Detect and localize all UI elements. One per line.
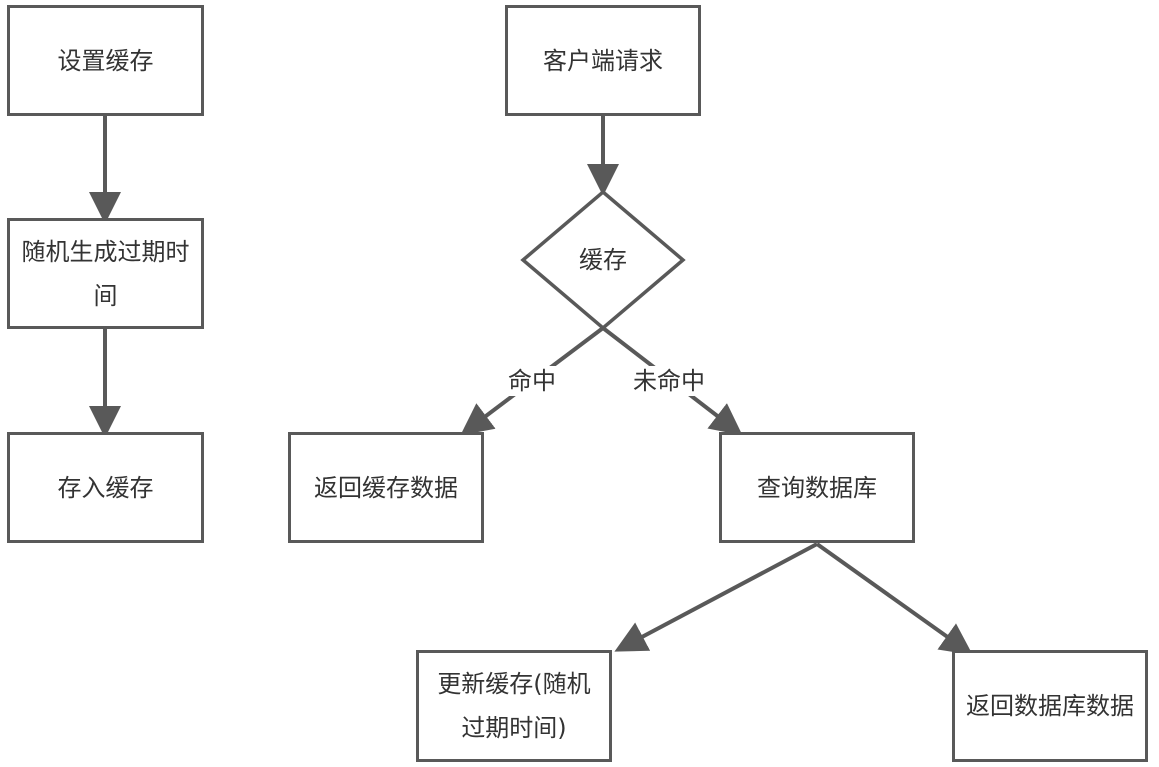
node-set-cache: 设置缓存 [7, 5, 204, 116]
node-client-request: 客户端请求 [505, 5, 701, 116]
node-random-expiry: 随机生成过期时间 [7, 218, 204, 329]
node-return-db-data-label: 返回数据库数据 [966, 692, 1134, 720]
arrow-to-update-cache [614, 542, 818, 652]
arrow-to-return-db [815, 542, 973, 655]
node-return-cache-data-label: 返回缓存数据 [314, 473, 458, 502]
node-set-cache-label: 设置缓存 [57, 46, 154, 75]
node-return-cache-data: 返回缓存数据 [288, 432, 484, 543]
node-store-cache-label: 存入缓存 [57, 473, 154, 502]
edge-label-miss: 未命中 [633, 366, 705, 396]
node-client-request-label: 客户端请求 [543, 46, 663, 75]
node-store-cache: 存入缓存 [7, 432, 204, 543]
node-update-cache: 更新缓存(随机过期时间) [416, 650, 612, 762]
node-random-expiry-label: 随机生成过期时间 [21, 237, 190, 310]
node-update-cache-label: 更新缓存(随机过期时间) [437, 670, 591, 742]
node-query-database-label: 查询数据库 [757, 473, 877, 502]
node-return-db-data: 返回数据库数据 [952, 650, 1148, 762]
edge-label-hit: 命中 [508, 366, 556, 396]
node-query-database: 查询数据库 [719, 432, 915, 543]
decision-label: 缓存 [579, 246, 627, 274]
